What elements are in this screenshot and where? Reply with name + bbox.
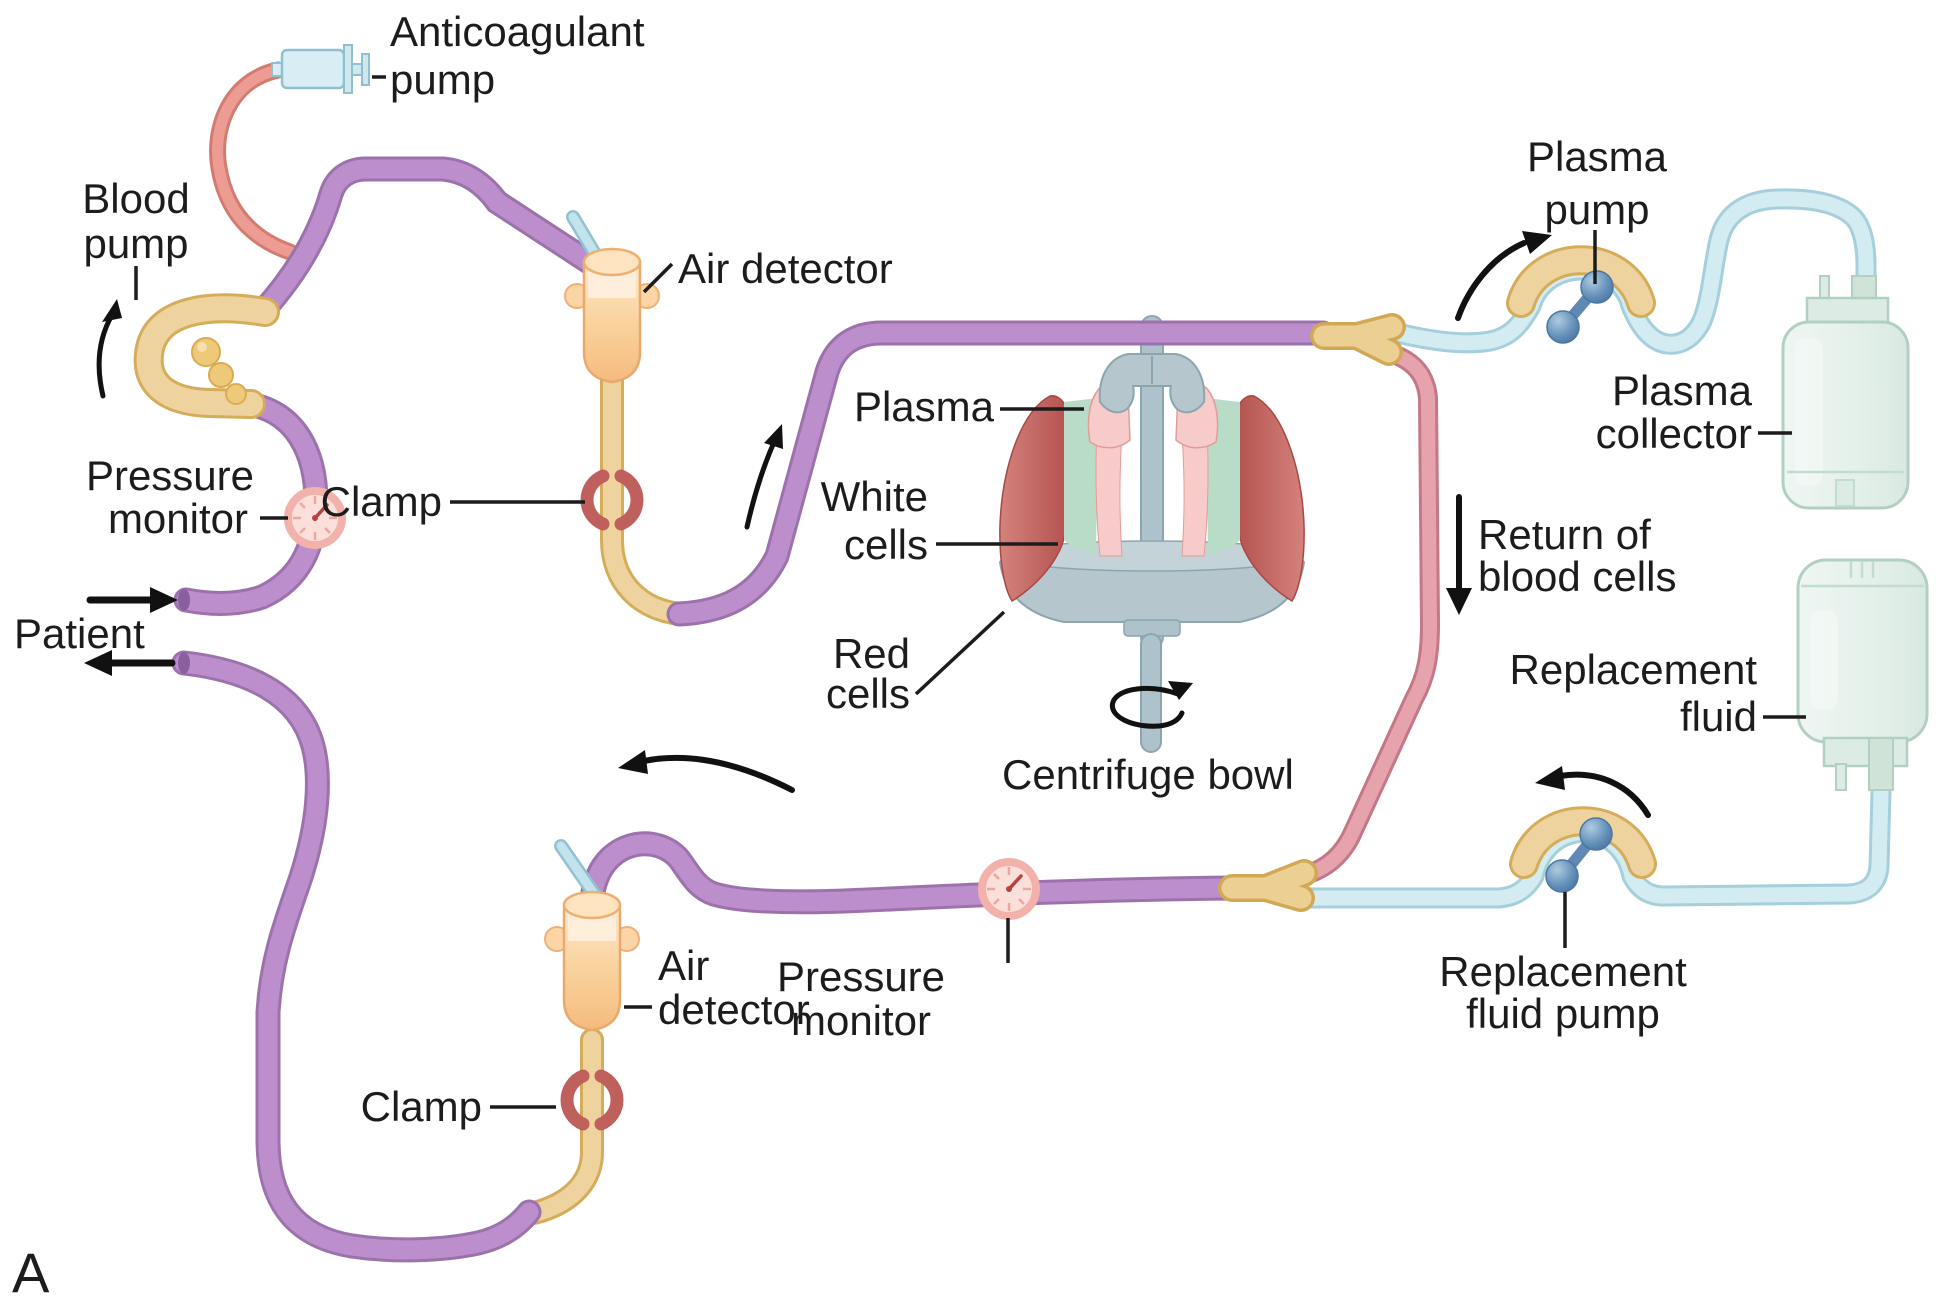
panel-label: A	[12, 1241, 50, 1304]
flow-arrow-return-of-blood-cells	[1446, 494, 1472, 615]
label-red-cells-line1: Red	[833, 630, 910, 677]
flow-arrow-to-centrifuge	[744, 424, 783, 530]
label-plasma-collector-line1: Plasma	[1612, 367, 1753, 414]
plasma-line-tube	[1375, 188, 1877, 355]
flow-arrow-patient-return	[84, 650, 176, 676]
flow-arrow-patient-draw	[86, 587, 178, 613]
anticoagulant-tube	[209, 61, 299, 261]
label-plasma-pump-line2: pump	[1544, 186, 1649, 233]
return-loop-tube	[171, 650, 542, 1263]
plasma-pump-device	[1506, 245, 1656, 344]
label-clamp-top: Clamp	[321, 478, 442, 525]
plasma-pump-rotor	[1546, 270, 1614, 344]
replacement-fluid-pump-device	[1509, 806, 1657, 893]
draw-line-tube-upper	[250, 156, 611, 324]
label-replacement-fluid-pump-line2: fluid pump	[1466, 990, 1660, 1037]
replacement-fluid-pump-rotor	[1545, 817, 1613, 893]
y-junction-top	[1310, 313, 1406, 366]
label-pressure-monitor-top-line1: Pressure	[86, 452, 254, 499]
flow-arrow-plasma-pump	[1455, 231, 1552, 321]
air-detector-bottom-vent-tube	[554, 839, 604, 905]
draw-line-tube-to-centrifuge	[666, 320, 1336, 627]
plasma-collector-bottle	[1781, 275, 1910, 510]
return-line-to-patient-tube	[579, 831, 1245, 917]
anticoagulant-pump-syringe	[271, 44, 370, 94]
label-air-detector-bottom-line2: detector	[658, 986, 810, 1033]
clamp-bottom-device	[560, 1069, 624, 1131]
blood-pump-rotor	[191, 337, 247, 405]
label-air-detector-top: Air detector	[678, 245, 893, 292]
leader-red-cells	[914, 610, 1006, 696]
label-plasma: Plasma	[854, 383, 995, 430]
y-junction-bottom	[1218, 859, 1318, 912]
label-white-cells-line2: cells	[844, 521, 928, 568]
leader-air-detector-top	[642, 262, 674, 294]
label-red-cells-line2: cells	[826, 670, 910, 717]
label-plasma-collector-line2: collector	[1596, 410, 1752, 457]
tube-end-cap	[178, 652, 190, 674]
flow-arrow-blood-pump	[96, 299, 122, 399]
air-detector-top-outlet-tube	[600, 360, 693, 626]
label-plasma-pump-line1: Plasma	[1527, 133, 1668, 180]
label-return-of-blood-cells-line1: Return of	[1478, 511, 1651, 558]
air-detector-top	[564, 247, 660, 384]
label-white-cells-line1: White	[821, 473, 928, 520]
label-replacement-fluid-line1: Replacement	[1510, 646, 1758, 693]
label-blood-pump-line1: Blood	[82, 175, 189, 222]
label-clamp-bottom: Clamp	[361, 1083, 482, 1130]
replacement-fluid-bottle	[1796, 558, 1929, 791]
label-anticoagulant-pump-line2: pump	[390, 56, 495, 103]
label-replacement-fluid-line2: fluid	[1680, 693, 1757, 740]
label-anticoagulant-pump-line1: Anticoagulant	[390, 8, 645, 55]
centrifuge-bowl	[998, 353, 1306, 753]
label-return-of-blood-cells-line2: blood cells	[1478, 553, 1676, 600]
flow-arrow-return-to-patient	[618, 750, 795, 793]
blood-pump	[133, 293, 280, 419]
label-pressure-monitor-bottom-line2: monitor	[791, 997, 931, 1044]
label-replacement-fluid-pump-line1: Replacement	[1439, 948, 1687, 995]
flow-arrow-replacement-fluid-pump	[1535, 766, 1651, 818]
tube-end-cap	[178, 589, 190, 611]
return-line-tube	[1295, 342, 1441, 885]
centrifuge-rotation-arrow	[1109, 681, 1193, 729]
centrifuge-spindle	[1140, 633, 1162, 753]
label-pressure-monitor-top-line2: monitor	[108, 495, 248, 542]
label-blood-pump-line2: pump	[83, 220, 188, 267]
label-centrifuge-bowl: Centrifuge bowl	[1002, 751, 1294, 798]
label-patient: Patient	[14, 610, 145, 657]
pressure-monitor-bottom-gauge	[978, 858, 1040, 920]
label-pressure-monitor-bottom-line1: Pressure	[777, 953, 945, 1000]
air-detector-bottom	[544, 890, 640, 1032]
clamp-top-device	[580, 469, 644, 531]
label-air-detector-bottom-line1: Air	[658, 942, 709, 989]
